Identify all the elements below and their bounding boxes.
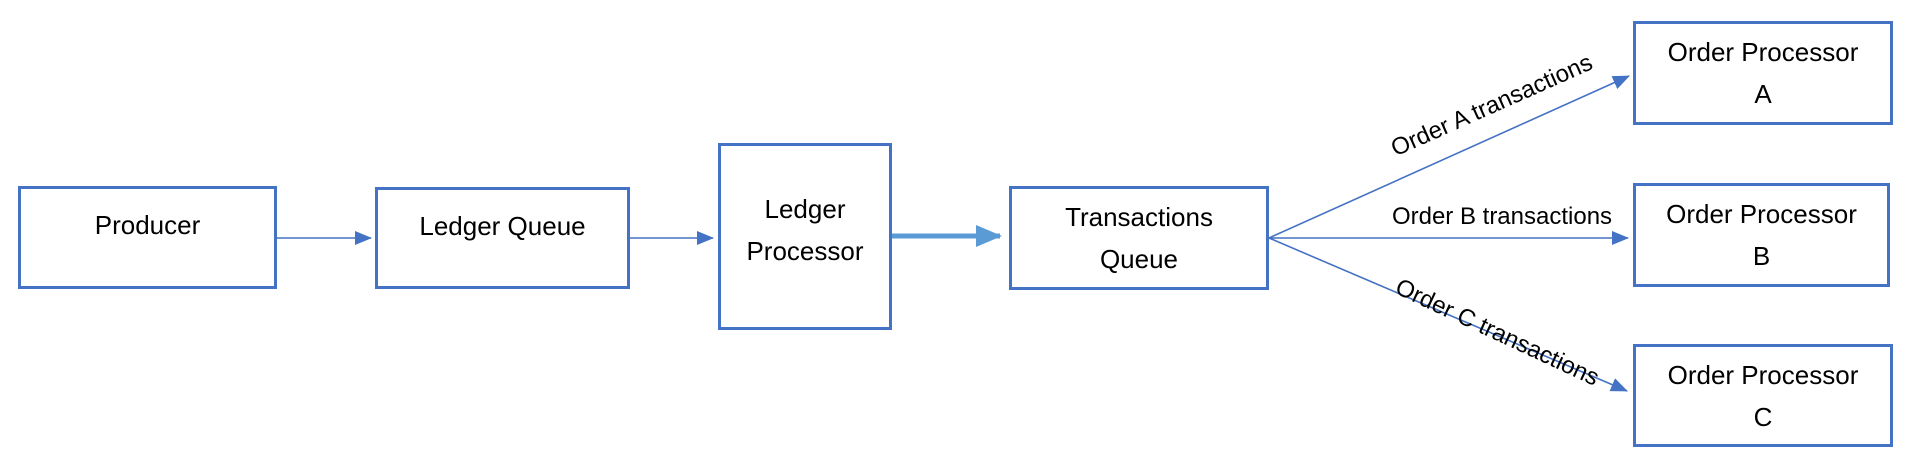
node-order-processor-a[interactable]: Order Processor A	[1633, 21, 1893, 125]
node-order-processor-b[interactable]: Order Processor B	[1633, 183, 1890, 287]
node-ledger-queue[interactable]: Ledger Queue	[375, 187, 630, 289]
node-ledger-processor[interactable]: Ledger Processor	[718, 143, 892, 330]
node-producer[interactable]: Producer	[18, 186, 277, 289]
node-ledger-queue-label: Ledger Queue	[419, 210, 586, 241]
node-transactions-queue-label-line1: Transactions	[1065, 202, 1213, 232]
node-order-processor-c-label-line1: Order Processor	[1667, 359, 1859, 390]
node-transactions-queue[interactable]: Transactions Queue	[1009, 186, 1269, 290]
node-producer-label: Producer	[94, 210, 201, 240]
node-order-processor-c[interactable]: Order Processor C	[1633, 344, 1893, 447]
node-order-processor-c-label-line2: C	[1753, 401, 1773, 432]
arrow-transactions-queue-to-order-processor-c	[1268, 237, 1628, 392]
node-ledger-processor-label-line1: Ledger	[764, 193, 846, 224]
node-order-processor-b-label-line2: B	[1752, 241, 1771, 271]
node-order-processor-b-label-line1: Order Processor	[1666, 199, 1857, 229]
node-ledger-processor-label-line2: Processor	[746, 235, 864, 266]
node-order-processor-a-label-line1: Order Processor	[1667, 37, 1859, 67]
node-transactions-queue-label-line2: Queue	[1099, 244, 1179, 274]
arrow-transactions-queue-to-order-processor-a	[1268, 75, 1630, 239]
edge-label-order-b-transactions: Order B transactions	[1391, 203, 1613, 230]
node-order-processor-a-label-line2: A	[1754, 79, 1772, 109]
